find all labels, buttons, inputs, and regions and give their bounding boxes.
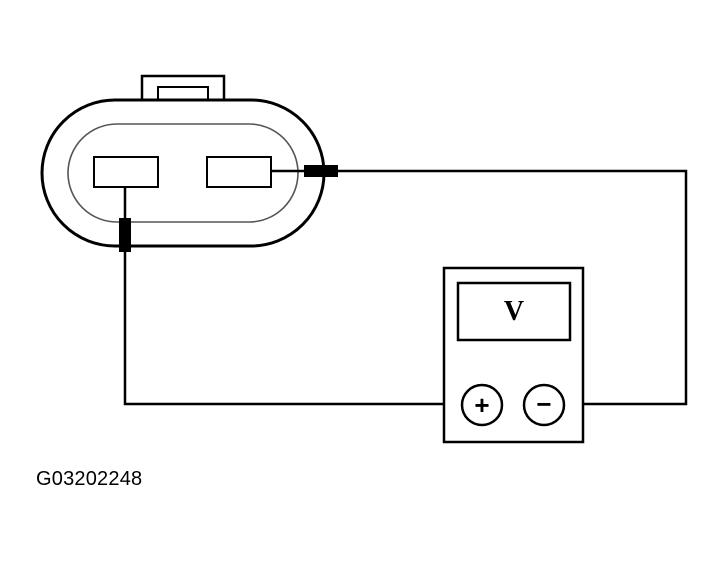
test-leads bbox=[119, 165, 688, 406]
voltmeter: V + − bbox=[442, 266, 585, 444]
connector-terminal-right bbox=[206, 156, 272, 188]
connector-lock-tab bbox=[140, 74, 226, 102]
positive-probe-tip bbox=[119, 218, 131, 252]
positive-lead-wire bbox=[123, 187, 462, 406]
negative-terminal-jack bbox=[522, 383, 566, 427]
positive-terminal-label: + bbox=[474, 390, 489, 420]
voltmeter-display-text: V bbox=[504, 296, 524, 327]
electrical-connector bbox=[40, 74, 326, 248]
connector-terminal-left bbox=[93, 156, 159, 188]
negative-terminal-label: − bbox=[536, 389, 551, 419]
positive-terminal-jack bbox=[460, 383, 504, 427]
connector-inner-seal bbox=[67, 123, 299, 223]
voltmeter-display bbox=[456, 281, 572, 342]
connector-outer-shell bbox=[40, 98, 326, 248]
figure-id-label: G03202248 bbox=[36, 468, 143, 490]
negative-lead-wire bbox=[271, 169, 688, 406]
negative-probe-tip bbox=[304, 165, 338, 177]
connector-lock-slot bbox=[157, 86, 209, 101]
